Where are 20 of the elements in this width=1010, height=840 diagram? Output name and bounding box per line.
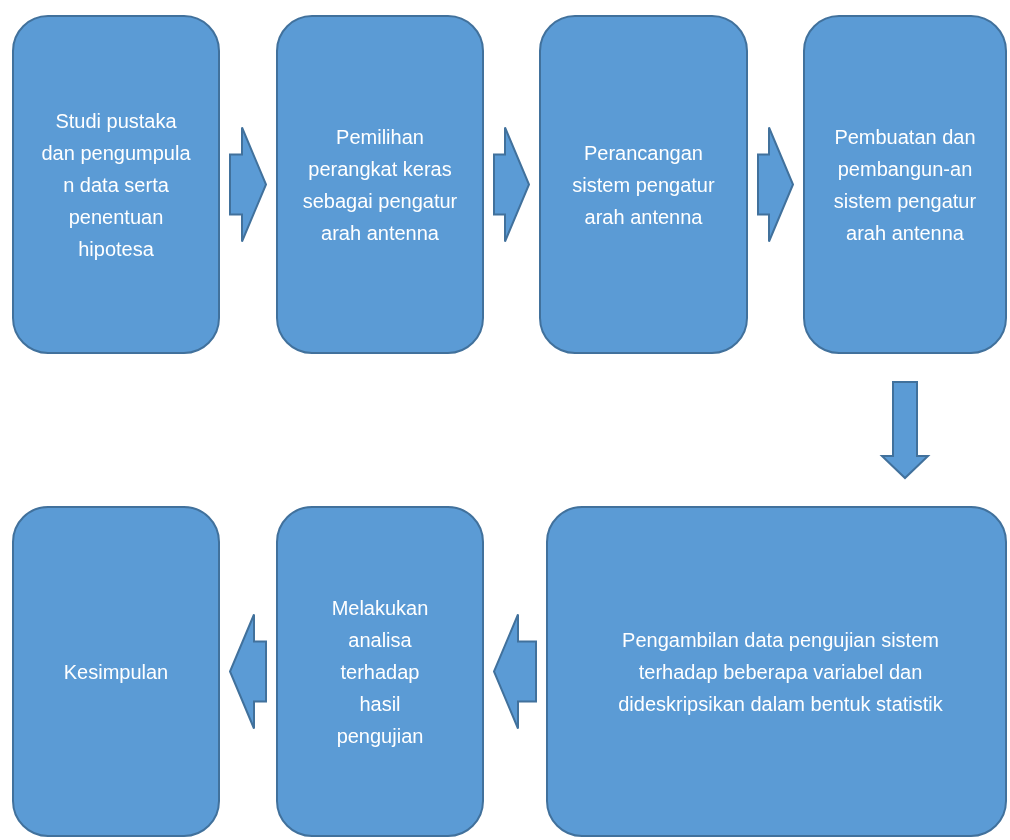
process-box: [276, 15, 484, 354]
process-box: [276, 506, 484, 837]
block-arrow: [757, 126, 795, 243]
step-text: Studi pustaka dan pengumpula n data serta penentuan hipotesa: [40, 108, 192, 262]
step-text: Melakukan analisa terhadap hasil pengujian: [330, 595, 430, 749]
process-box: [539, 15, 748, 354]
step-text: Kesimpulan: [63, 659, 169, 685]
process-box: [12, 506, 220, 837]
block-arrow: [229, 126, 268, 243]
step-text: Pemilihan perangkat keras sebagai pengatur arah antenna: [301, 124, 459, 246]
block-arrow: [492, 613, 537, 730]
block-arrow: [879, 381, 931, 480]
step-text: Perancangan sistem pengatur arah antenna: [571, 140, 716, 230]
step-text: Pengambilan data pengujian sistem terhadap beberapa variabel dan dideskripsikan dalam bentuk statistik: [617, 627, 944, 717]
block-arrow: [228, 613, 267, 730]
process-box: [546, 506, 1007, 837]
process-box: [803, 15, 1007, 354]
block-arrow: [493, 126, 531, 243]
process-box: [12, 15, 220, 354]
step-text: Pembuatan dan pembangun-an sistem pengatur arah antenna: [832, 124, 978, 246]
